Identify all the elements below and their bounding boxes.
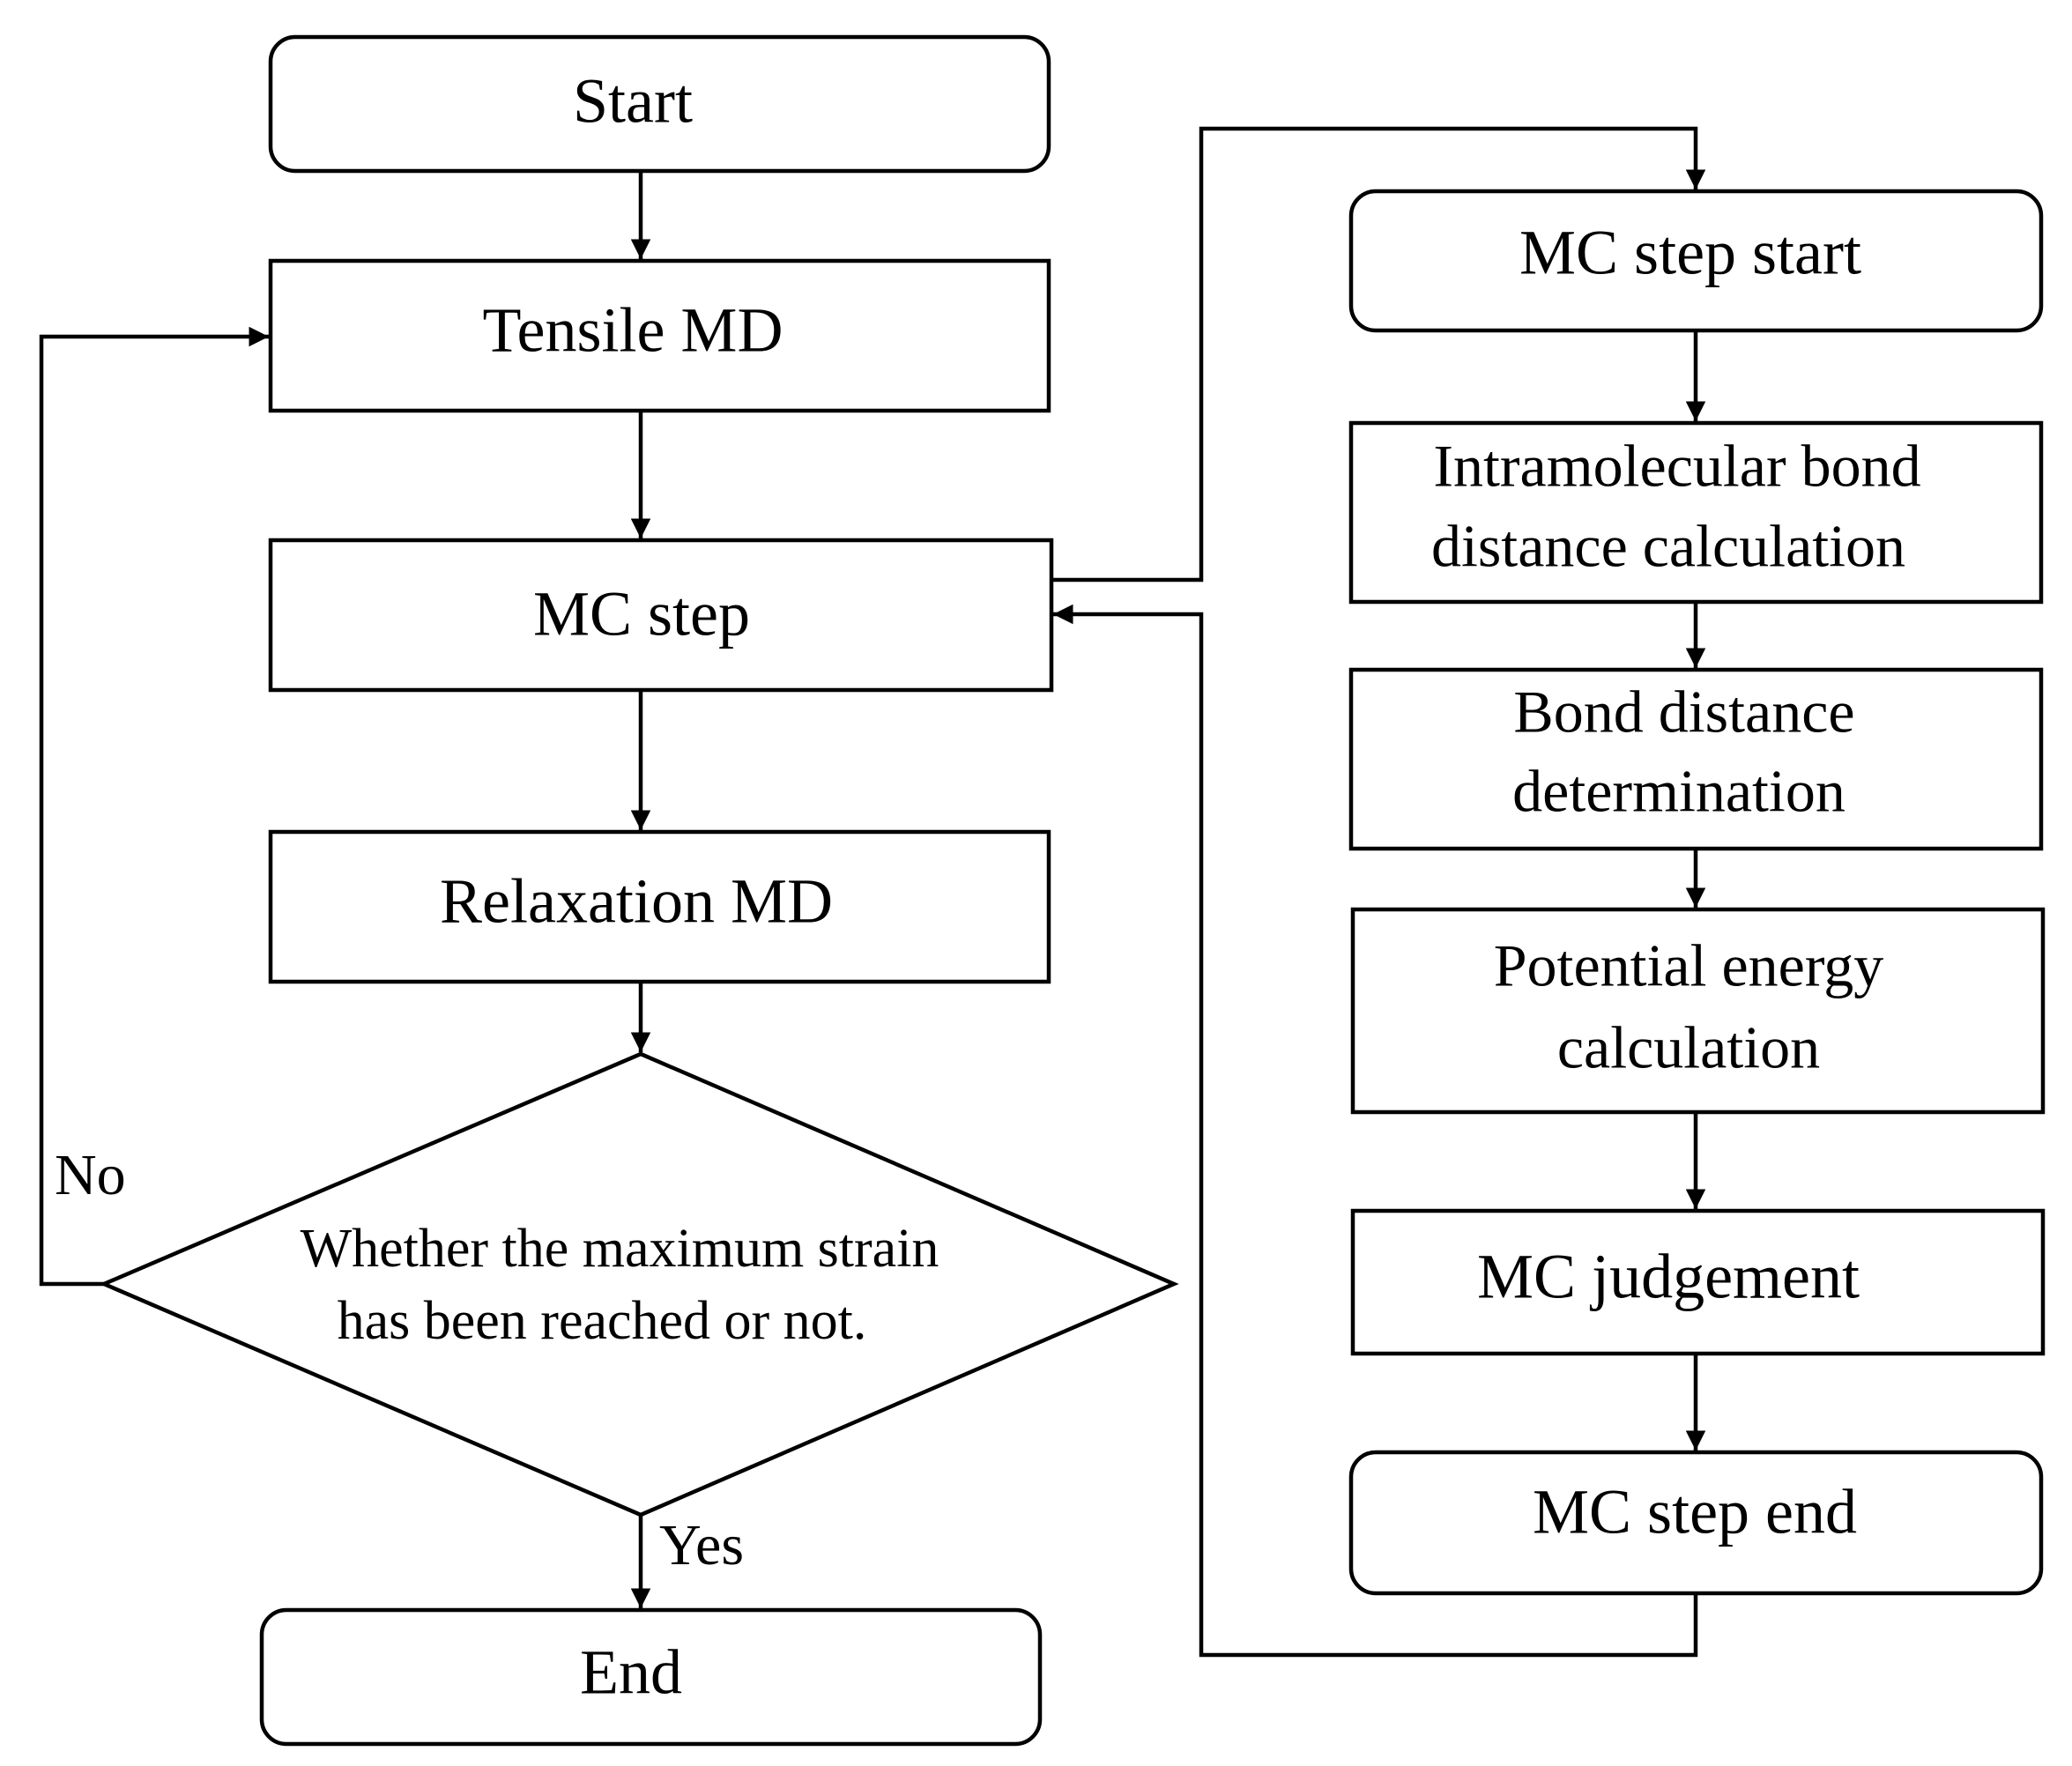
decision-label-line1: Whether the maximum strain <box>301 1219 939 1279</box>
tensile-md-node: Tensile MD <box>268 258 1051 413</box>
relaxation-md-node: Relaxation MD <box>268 829 1051 984</box>
end-node: End <box>259 1607 1043 1747</box>
potential-energy-label-line1: Potential energy <box>1494 932 1884 999</box>
bond-determination-label-line1: Bond distance <box>1513 679 1854 746</box>
intramolecular-node: Intramolecular bond distance calculation <box>1348 420 2044 605</box>
decision-node: Whether the maximum strain has been reac… <box>99 1051 1179 1517</box>
yes-label: Yes <box>659 1513 744 1577</box>
mc-step-label: MC step <box>533 579 750 649</box>
mc-step-node: MC step <box>268 538 1054 693</box>
start-label: Start <box>573 66 693 137</box>
start-node: Start <box>268 34 1051 174</box>
intramolecular-label-line2: distance calculation <box>1431 513 1905 580</box>
end-label: End <box>580 1637 682 1708</box>
bond-determination-label-line2: determination <box>1512 758 1845 825</box>
tensile-md-label: Tensile MD <box>483 295 783 366</box>
mc-step-end-node: MC step end <box>1348 1450 2044 1596</box>
mc-judgement-label: MC judgement <box>1477 1242 1860 1312</box>
arrow-mcstep-to-mcstart <box>1051 126 1706 582</box>
mc-step-end-label: MC step end <box>1533 1477 1857 1547</box>
arrow-mcend-return-to-mcstep <box>1053 604 1698 1658</box>
arrow-no-loop-to-tensile <box>39 326 269 1287</box>
decision-label-line2: has been reached or not. <box>338 1291 867 1351</box>
potential-energy-node: Potential energy calculation <box>1350 907 2046 1115</box>
intramolecular-label-line1: Intramolecular bond <box>1433 433 1920 500</box>
mc-step-start-label: MC step start <box>1519 218 1861 288</box>
potential-energy-label-line2: calculation <box>1557 1014 1820 1081</box>
no-label: No <box>55 1143 126 1207</box>
mc-step-start-node: MC step start <box>1348 189 2044 333</box>
relaxation-md-label: Relaxation MD <box>440 866 833 937</box>
mc-judgement-node: MC judgement <box>1350 1208 2046 1356</box>
bond-determination-node: Bond distance determination <box>1348 667 2044 851</box>
